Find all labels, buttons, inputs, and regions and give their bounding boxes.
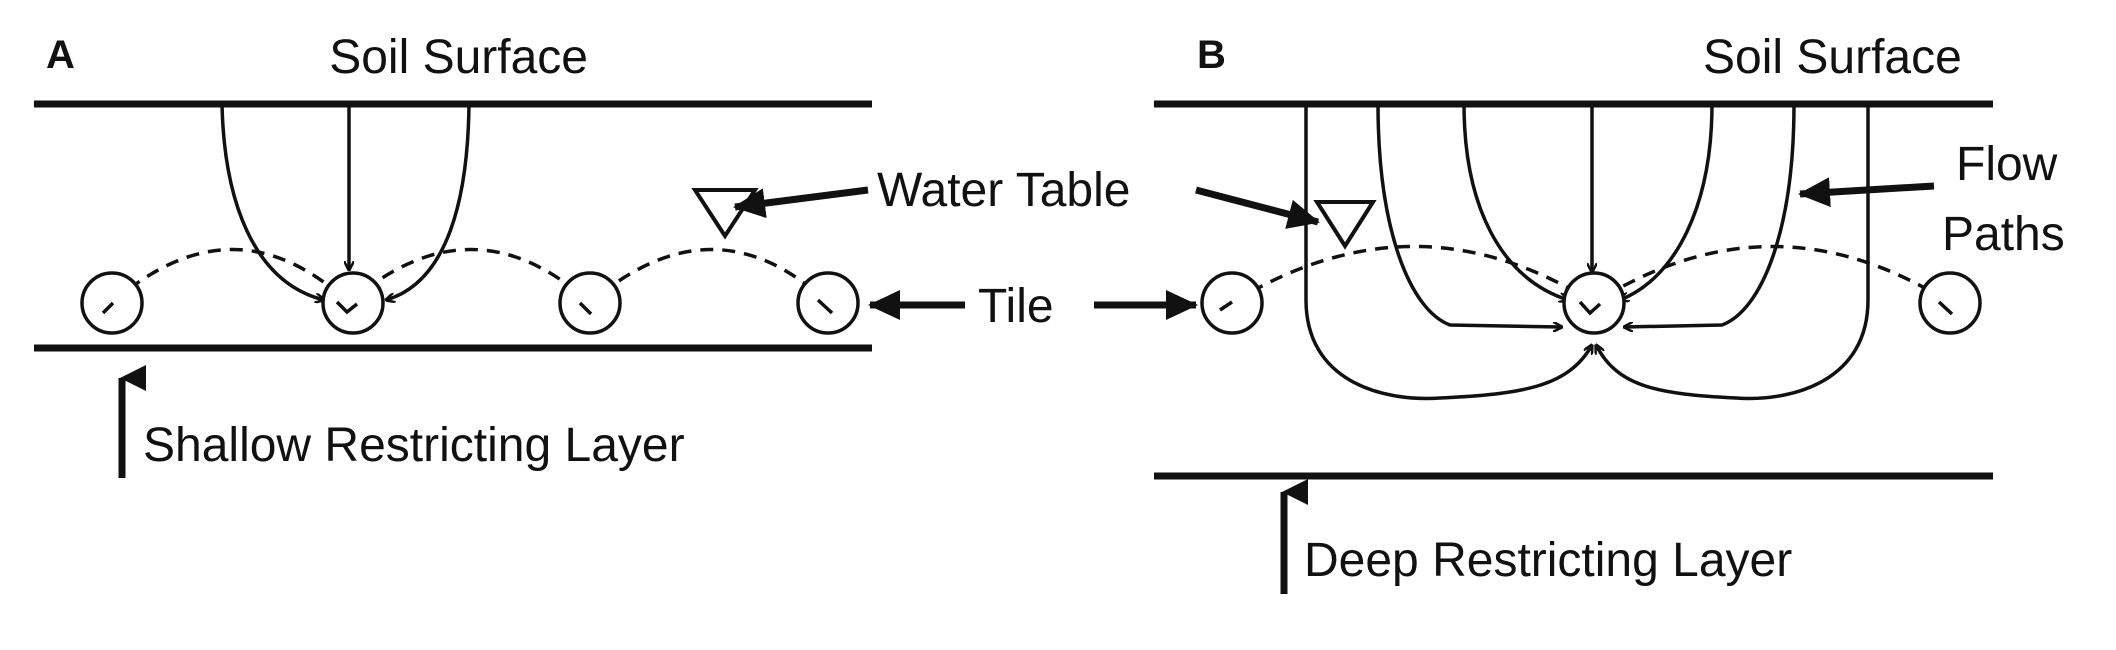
panel-b-tile [1918,271,1982,335]
panel-a-tile [321,271,385,335]
panel-b-tile [1200,271,1264,335]
panel-a-flow-path-right [386,103,471,300]
panel-b-flow-path-middle-right [1624,103,1796,327]
panel-b-restricting-layer-label: Deep Restricting Layer [1304,534,1792,587]
panel-a-soil-surface-label: Soil Surface [329,31,588,84]
panel-b-flow-path-outer-left [1304,104,1592,401]
panel-a-water-table-line [110,247,830,306]
panel-b-flow-path-inner-right [1620,103,1714,300]
panel-b-soil-surface-label: Soil Surface [1703,31,1962,84]
flow-paths-label-line2: Paths [1942,208,2065,261]
water-table-label: Water Table [877,164,1130,217]
panel-a-flow-path-left [220,103,324,300]
panel-a-letter: A [46,33,75,77]
panel-b: B Soil Surface Flow Paths [1154,31,2065,594]
panel-a-water-table-symbol [691,188,759,240]
panel-a-tile [80,271,144,335]
flow-paths-arrow-icon [1798,177,1935,208]
panel-b-tile [1562,271,1626,335]
panel-a-restricting-layer-label: Shallow Restricting Layer [143,419,685,472]
panel-b-flow-path-inner-left [1462,103,1568,300]
panel-b-flow-path-middle-left [1376,103,1562,327]
center-labels: Water Table Tile [733,164,1320,333]
panel-a-tile [558,271,622,335]
panel-b-letter: B [1197,33,1226,77]
panel-a: A Soil Surface Shallow Re [34,31,872,478]
flow-paths-label-line1: Flow [1956,138,2058,191]
panel-a-tile [796,271,860,335]
tile-label: Tile [978,280,1054,333]
panel-b-flow-path-outer-right [1596,104,1870,401]
water-table-arrow-a-icon [733,186,869,219]
panel-b-water-table-symbol [1313,200,1377,250]
water-table-arrow-b-icon [1195,186,1320,229]
